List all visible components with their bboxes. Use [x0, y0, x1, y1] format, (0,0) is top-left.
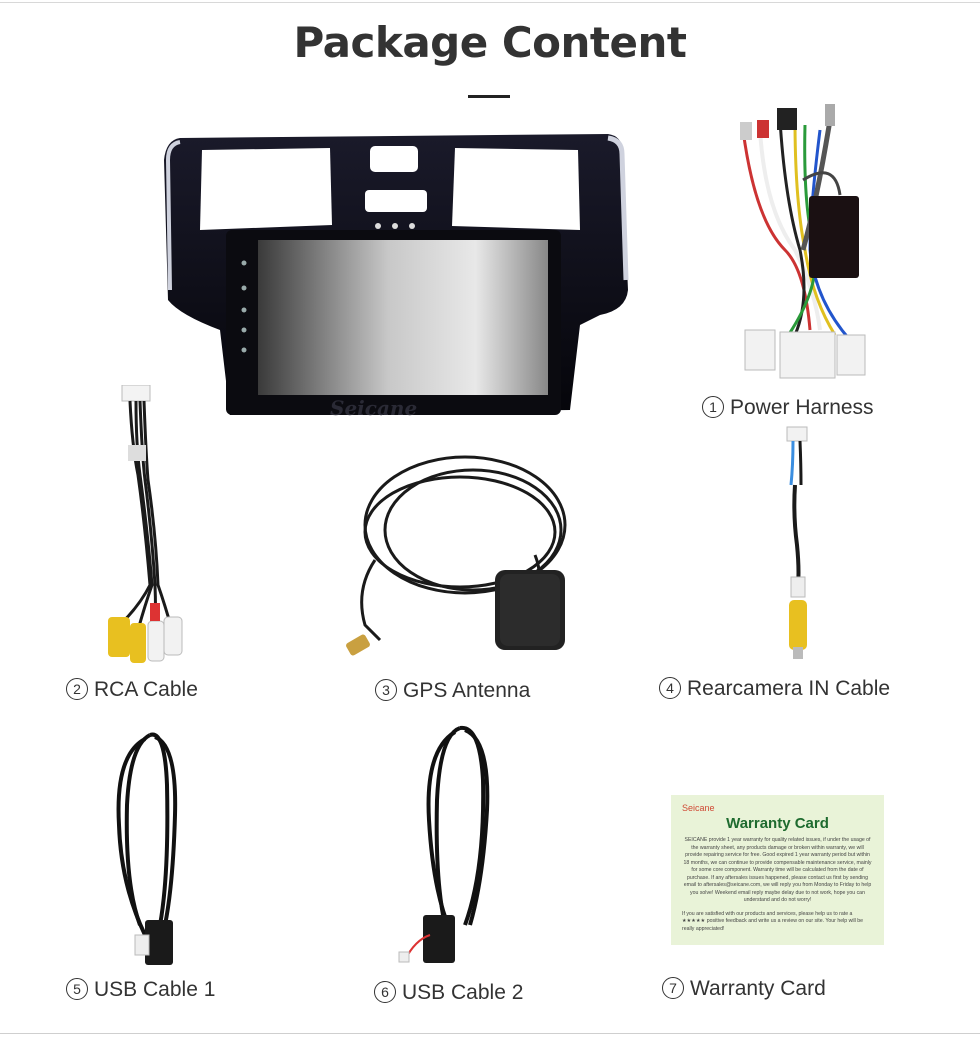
item-label-power-harness: 1 Power Harness	[702, 396, 874, 420]
bottom-divider	[0, 1033, 980, 1034]
gps-antenna-image	[346, 455, 567, 656]
item-label-rearcamera-cable: 4 Rearcamera IN Cable	[659, 677, 890, 701]
power-harness-image	[740, 104, 866, 379]
item-number: 2	[66, 678, 88, 700]
usb-cable-1-image	[116, 732, 178, 965]
warranty-card-title: Warranty Card	[726, 815, 829, 832]
item-label-text: Warranty Card	[690, 977, 826, 1000]
item-number: 3	[375, 679, 397, 701]
item-label-text: GPS Antenna	[403, 679, 531, 702]
top-divider	[0, 2, 980, 3]
item-label-text: Rearcamera IN Cable	[687, 677, 891, 700]
page-title: Package Content	[293, 18, 687, 67]
warranty-card-footer: If you are satisfied with our products a…	[682, 910, 863, 932]
item-label-text: Power Harness	[730, 396, 874, 419]
title-underline	[468, 95, 510, 98]
item-label-usb-cable-1: 5 USB Cable 1	[66, 978, 215, 1002]
rca-cable-image	[108, 385, 183, 663]
warranty-card-body: SEICANE provide 1 year warranty for qual…	[683, 837, 872, 903]
item-label-gps-antenna: 3 GPS Antenna	[375, 679, 530, 703]
warranty-card-brand: Seicane	[682, 803, 715, 813]
rearcamera-cable-image	[786, 426, 808, 659]
item-label-text: USB Cable 2	[402, 981, 524, 1004]
car-radio-unit-image: Seicane	[164, 134, 629, 420]
item-label-text: USB Cable 1	[94, 978, 216, 1001]
item-number: 6	[374, 981, 396, 1003]
item-number: 5	[66, 978, 88, 1000]
warranty-card: Seicane Warranty Card SEICANE provide 1 …	[671, 795, 884, 945]
usb-cable-2-image	[398, 725, 490, 963]
item-number: 7	[662, 977, 684, 999]
radio-watermark: Seicane	[330, 396, 417, 420]
item-number: 4	[659, 677, 681, 699]
item-label-text: RCA Cable	[94, 678, 198, 701]
item-label-warranty-card: 7 Warranty Card	[662, 977, 826, 1001]
item-label-usb-cable-2: 6 USB Cable 2	[374, 981, 523, 1005]
item-label-rca-cable: 2 RCA Cable	[66, 678, 198, 702]
item-number: 1	[702, 396, 724, 418]
